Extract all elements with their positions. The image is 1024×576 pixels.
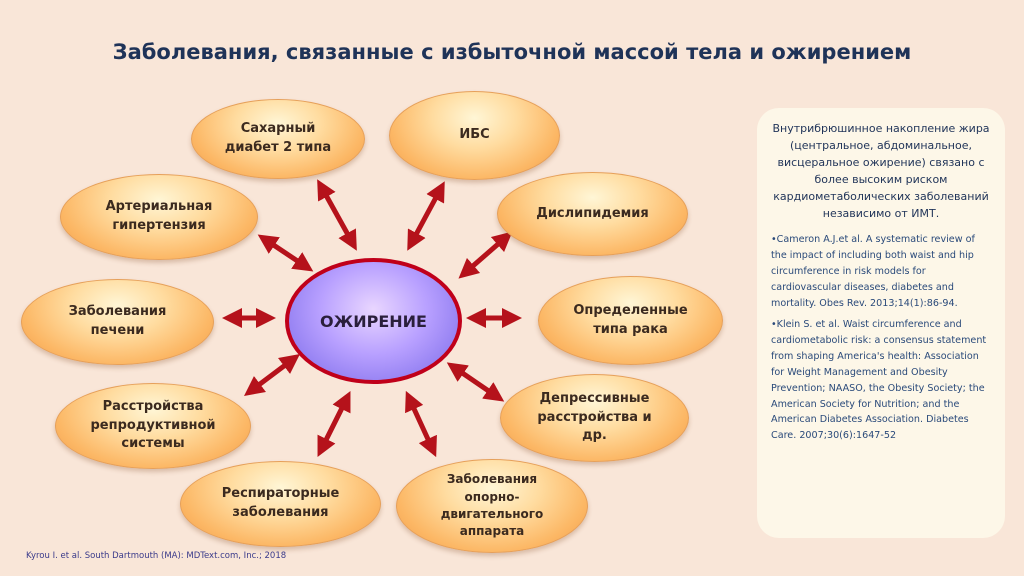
source-footer: Kyrou I. et al. South Dartmouth (MA): MD… — [26, 551, 287, 561]
arrow-musculoskeletal — [405, 390, 437, 458]
center-node-obesity: ОЖИРЕНИЕ — [285, 258, 462, 384]
node-liver: Заболевания печени — [21, 279, 214, 365]
arrow-hypertension — [257, 234, 314, 272]
arrow-respiratory — [317, 391, 351, 457]
node-reproductive: Расстройства репродуктивной системы — [55, 383, 251, 469]
info-panel: Внутрибрюшинное накопление жира (централ… — [757, 108, 1005, 538]
node-cancer-label: Определенные типа рака — [573, 302, 688, 337]
node-reproductive-label: Расстройства репродуктивной системы — [90, 398, 216, 452]
node-depressive: Депрессивные расстройства и др. — [500, 374, 689, 462]
node-musculoskeletal-label: Заболевания опорно- двигательного аппара… — [440, 472, 544, 539]
panel-main-text: Внутрибрюшинное накопление жира (централ… — [772, 122, 990, 221]
reference-klein: •Klein S. et al. Waist circumference and… — [771, 319, 987, 442]
node-diabetes: Сахарный диабет 2 типа — [191, 99, 365, 179]
node-depressive-label: Депрессивные расстройства и др. — [537, 390, 652, 444]
arrow-reproductive — [244, 354, 300, 396]
node-dyslipidemia-label: Дислипидемия — [536, 205, 649, 221]
arrow-dyslipidemia — [458, 231, 513, 279]
node-cancer: Определенные типа рака — [538, 276, 723, 365]
node-liver-label: Заболевания печени — [68, 304, 167, 338]
arrow-depressive — [446, 362, 505, 402]
node-diabetes-label: Сахарный диабет 2 типа — [224, 121, 332, 155]
node-ihd-label: ИБС — [459, 127, 490, 143]
arrow-ihd — [407, 181, 445, 251]
node-respiratory-label: Респираторные заболевания — [221, 486, 340, 520]
node-ihd: ИБС — [389, 91, 560, 180]
node-dyslipidemia: Дислипидемия — [497, 172, 688, 256]
page-title: Заболевания, связанные с избыточной масс… — [112, 40, 912, 64]
node-hypertension-label: Артериальная гипертензия — [105, 199, 213, 233]
center-node-label: ОЖИРЕНИЕ — [320, 311, 427, 331]
node-respiratory: Респираторные заболевания — [180, 461, 381, 547]
node-musculoskeletal: Заболевания опорно- двигательного аппара… — [396, 459, 588, 553]
reference-cameron: •Cameron A.J.et al. A systematic review … — [771, 234, 975, 309]
node-hypertension: Артериальная гипертензия — [60, 174, 258, 260]
arrow-diabetes — [317, 179, 357, 251]
